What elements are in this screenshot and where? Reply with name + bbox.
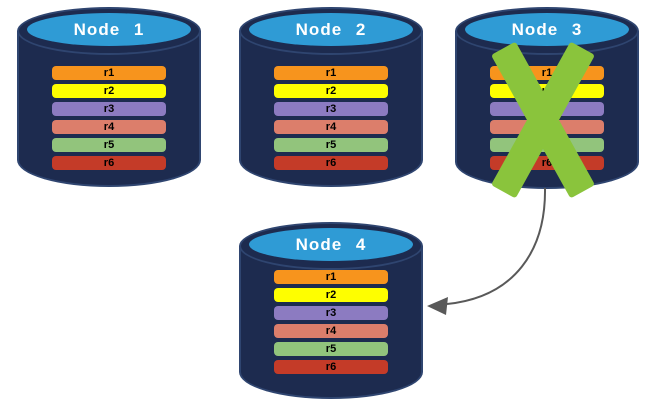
replica-row-r5: r5 [490,138,604,152]
replica-row-r3: r3 [490,102,604,116]
node-3: Node 3 r1 r2 r3 r4 r5 r6 [455,7,639,189]
node-4-replica-rows: r1 r2 r3 r4 r5 r6 [274,270,388,374]
replica-row-r4: r4 [52,120,166,134]
node-2: Node 2 r1 r2 r3 r4 r5 r6 [239,7,423,187]
node-4: Node 4 r1 r2 r3 r4 r5 r6 [239,222,423,399]
node-4-cylinder-top: Node 4 [239,222,423,270]
replica-row-r4: r4 [274,120,388,134]
replica-row-r4: r4 [274,324,388,338]
replica-row-r3: r3 [274,102,388,116]
node-3-cylinder-top-face: Node 3 [465,13,629,46]
node-2-replica-rows: r1 r2 r3 r4 r5 r6 [274,66,388,170]
node-2-cylinder-top-face: Node 2 [249,13,413,46]
replica-row-r1: r1 [490,66,604,80]
node-3-label: Node 3 [511,19,583,39]
migration-arrow-curve [446,187,547,305]
replica-row-r5: r5 [274,342,388,356]
replica-row-r1: r1 [274,270,388,284]
replica-row-r6: r6 [274,156,388,170]
node-1-cylinder-top: Node 1 [17,7,201,55]
node-1-cylinder-top-face: Node 1 [27,13,191,46]
node-1-label: Node 1 [73,19,145,39]
node-2-label: Node 2 [295,19,367,39]
node-3-cylinder-top: Node 3 [455,7,639,55]
replica-row-r6: r6 [490,156,604,170]
node-2-cylinder-top: Node 2 [239,7,423,55]
replica-row-r2: r2 [274,84,388,98]
replica-row-r6: r6 [274,360,388,374]
replica-row-r4: r4 [490,120,604,134]
node-4-cylinder-top-face: Node 4 [249,228,413,261]
replica-row-r5: r5 [52,138,166,152]
migration-arrow [427,187,547,315]
replica-row-r3: r3 [274,306,388,320]
node-3-replica-rows: r1 r2 r3 r4 r5 r6 [490,66,604,170]
replica-row-r2: r2 [490,84,604,98]
node-1: Node 1 r1 r2 r3 r4 r5 r6 [17,7,201,187]
replica-row-r3: r3 [52,102,166,116]
replica-row-r5: r5 [274,138,388,152]
replica-row-r2: r2 [52,84,166,98]
node-1-replica-rows: r1 r2 r3 r4 r5 r6 [52,66,166,170]
node-4-label: Node 4 [295,234,367,254]
replica-row-r6: r6 [52,156,166,170]
migration-arrowhead-icon [427,297,448,315]
replica-row-r2: r2 [274,288,388,302]
replica-row-r1: r1 [52,66,166,80]
replica-row-r1: r1 [274,66,388,80]
